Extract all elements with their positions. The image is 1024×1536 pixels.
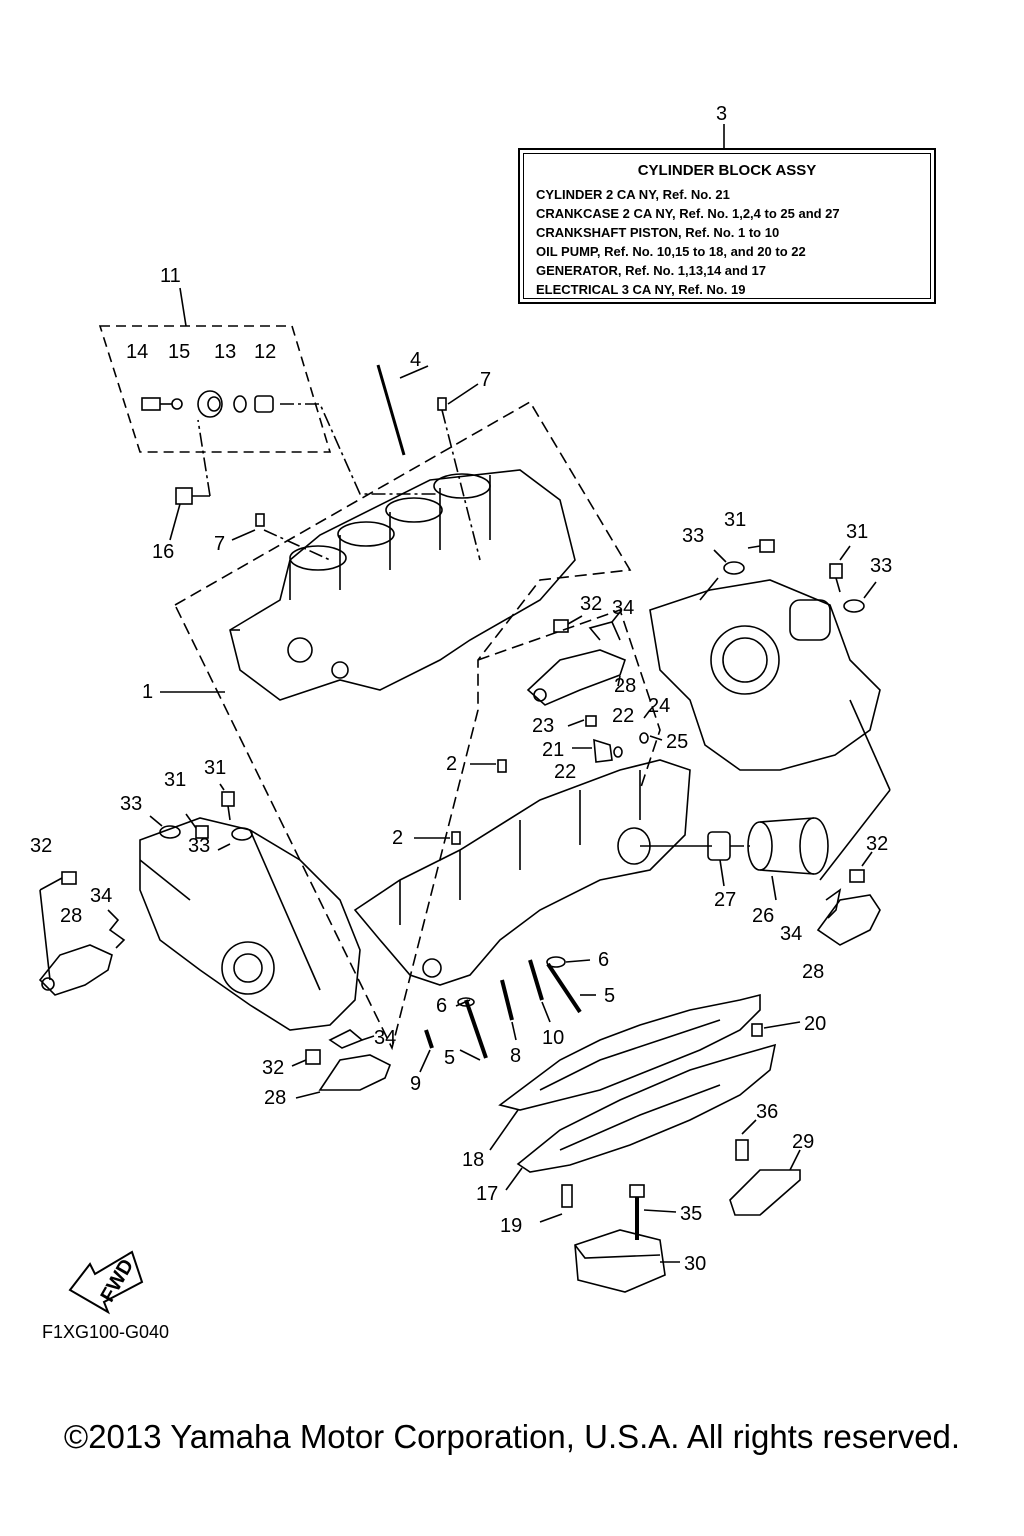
callout-23: 23 <box>532 715 554 737</box>
callout-32c: 32 <box>866 833 888 855</box>
callout-25: 25 <box>666 731 688 753</box>
cylinder-block-upper <box>229 469 576 701</box>
callout-12: 12 <box>254 341 276 363</box>
assembly-line-6: ELECTRICAL 3 CA NY, Ref. No. 19 <box>536 282 746 297</box>
callout-5a: 5 <box>604 985 615 1007</box>
assembly-line-3: CRANKSHAFT PISTON, Ref. No. 1 to 10 <box>536 225 780 240</box>
callout-17: 17 <box>476 1183 498 1205</box>
callout-31d: 31 <box>204 757 226 779</box>
oil-filter-26 <box>747 817 829 875</box>
callout-2a: 2 <box>446 753 457 775</box>
callout-1: 1 <box>142 681 153 703</box>
callout-36: 36 <box>756 1101 778 1123</box>
callout-28c: 28 <box>802 961 824 983</box>
assembly-line-4: OIL PUMP, Ref. No. 10,15 to 18, and 20 t… <box>536 244 806 259</box>
callout-28d: 28 <box>264 1087 286 1109</box>
callout-29: 29 <box>792 1131 814 1153</box>
callout-28b: 28 <box>60 905 82 927</box>
callout-6b: 6 <box>436 995 447 1017</box>
callout-11: 11 <box>160 265 181 287</box>
callout-16: 16 <box>152 541 174 563</box>
figure-code: F1XG100-G040 <box>42 1322 170 1342</box>
callout-33d: 33 <box>188 835 210 857</box>
bracket-29 <box>729 1169 801 1216</box>
exploded-parts-diagram: FWD 3 11 14 15 13 12 4 7 16 7 1 31 33 31… <box>30 103 892 1315</box>
bolt-14 <box>141 397 172 411</box>
callout-15: 15 <box>168 341 190 363</box>
callout-31c: 31 <box>164 769 186 791</box>
copyright-notice: ©2013 Yamaha Motor Corporation, U.S.A. A… <box>63 1418 961 1455</box>
callout-34d: 34 <box>374 1027 396 1049</box>
callout-35: 35 <box>680 1203 702 1225</box>
washer-15 <box>171 398 183 410</box>
callout-34b: 34 <box>90 885 112 907</box>
engine-mount-28-lower-left <box>318 1054 392 1091</box>
callout-31b: 31 <box>846 521 868 543</box>
crankcase-lower <box>353 759 691 986</box>
fwd-label: FWD <box>96 1255 138 1305</box>
callout-22b: 22 <box>554 761 576 783</box>
callout-9: 9 <box>410 1073 421 1095</box>
assembly-title: CYLINDER BLOCK ASSY <box>637 162 817 179</box>
oil-pan-gasket-18 <box>498 993 761 1111</box>
plug-12 <box>254 395 274 413</box>
callout-3: 3 <box>716 103 727 125</box>
callout-21: 21 <box>542 739 564 761</box>
callout-5b: 5 <box>444 1047 455 1069</box>
oil-pan-17 <box>516 1043 777 1173</box>
callout-7b: 7 <box>214 533 225 555</box>
electrical-box-30 <box>574 1229 666 1293</box>
callout-33c: 33 <box>120 793 142 815</box>
callout-7a: 7 <box>480 369 491 391</box>
engine-mount-28-upper <box>526 649 626 706</box>
assembly-info-box: CYLINDER BLOCK ASSY CYLINDER 2 CA NY, Re… <box>518 148 936 304</box>
callout-33b: 33 <box>870 555 892 577</box>
assembly-line-2: CRANKCASE 2 CA NY, Ref. No. 1,2,4 to 25 … <box>536 206 840 221</box>
callout-14: 14 <box>126 341 148 363</box>
callout-32d: 32 <box>262 1057 284 1079</box>
callout-22a: 22 <box>612 705 634 727</box>
callout-2b: 2 <box>392 827 403 849</box>
callout-20: 20 <box>804 1013 826 1035</box>
callout-18: 18 <box>462 1149 484 1171</box>
callout-4: 4 <box>410 349 421 371</box>
callout-26: 26 <box>752 905 774 927</box>
callout-6a: 6 <box>598 949 609 971</box>
callout-13: 13 <box>214 341 236 363</box>
oil-seal-housing <box>197 390 223 418</box>
callout-24: 24 <box>648 695 670 717</box>
callout-8: 8 <box>510 1045 521 1067</box>
engine-mount-28-right <box>816 894 881 946</box>
callout-27: 27 <box>714 889 736 911</box>
callout-30: 30 <box>684 1253 706 1275</box>
generator-cover-left <box>139 817 361 1031</box>
callout-31a: 31 <box>724 509 746 531</box>
callout-32a: 32 <box>580 593 602 615</box>
callout-33a: 33 <box>682 525 704 547</box>
callout-34a: 34 <box>612 597 634 619</box>
assembly-info-inner: CYLINDER BLOCK ASSY CYLINDER 2 CA NY, Re… <box>523 153 931 299</box>
o-ring-13 <box>233 395 247 413</box>
bolt-16 <box>175 419 211 505</box>
assembly-line-1: CYLINDER 2 CA NY, Ref. No. 21 <box>536 187 730 202</box>
assembly-line-5: GENERATOR, Ref. No. 1,13,14 and 17 <box>536 263 766 278</box>
callout-32b: 32 <box>30 835 52 857</box>
generator-cover-right <box>649 579 881 771</box>
callout-34c: 34 <box>780 923 802 945</box>
callout-19: 19 <box>500 1215 522 1237</box>
callout-10: 10 <box>542 1027 564 1049</box>
fwd-arrow-icon <box>68 1250 144 1315</box>
engine-mount-28-left <box>38 944 113 996</box>
callout-28a: 28 <box>614 675 636 697</box>
